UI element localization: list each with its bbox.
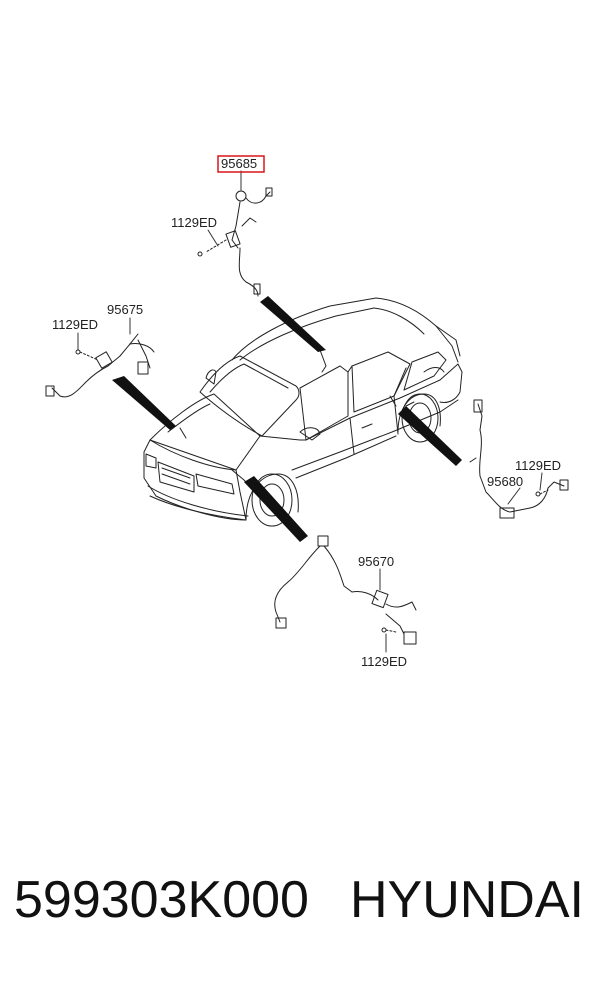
car-illustration	[143, 297, 463, 527]
footer: 599303K000 HYUNDAI	[0, 870, 600, 950]
brand-name: HYUNDAI	[349, 871, 584, 929]
part-number: 599303K000	[14, 871, 309, 929]
callout-1129ED-top: 1129ED	[171, 215, 217, 230]
wheel-speed-sensor-95680	[469, 399, 569, 519]
callout-95670: 95670	[358, 554, 394, 569]
parts-diagram: 95685 1129ED 95675 1129ED 1129ED 95680 9…	[45, 155, 569, 669]
callout-leaders	[77, 170, 543, 653]
wheel-speed-sensor-95675	[45, 333, 155, 398]
wheel-speed-sensor-95685	[197, 187, 273, 297]
callout-95685: 95685	[221, 156, 257, 171]
callout-1129ED-left: 1129ED	[52, 317, 98, 332]
callout-1129ED-right: 1129ED	[515, 458, 561, 473]
highlight-box-95685	[217, 155, 265, 173]
wheel-speed-sensor-95670	[274, 535, 417, 645]
callout-95680: 95680	[487, 474, 523, 489]
callout-1129ED-bottom: 1129ED	[361, 654, 407, 669]
pointer-wedges	[112, 296, 462, 542]
callout-95675: 95675	[107, 302, 143, 317]
